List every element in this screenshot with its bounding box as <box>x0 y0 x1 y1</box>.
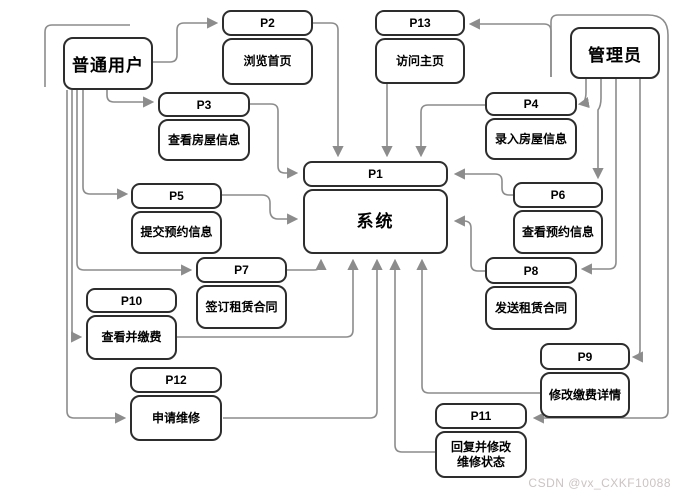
process-id-label: P9 <box>540 343 630 370</box>
process-id-label: P10 <box>86 288 177 313</box>
edge-admin-to-P6 <box>592 79 604 180</box>
process-id-label: P3 <box>158 92 250 117</box>
edge-normal-user-to-P7 <box>76 90 193 276</box>
process-id-label: P13 <box>375 10 465 36</box>
edge-P5-to-P1 <box>222 194 299 225</box>
edge-P11-to-P1 <box>389 258 435 453</box>
process-id-label: P5 <box>131 183 222 209</box>
edge-P8-to-P1 <box>453 215 485 272</box>
process-name-label: 访问主页 <box>375 38 465 84</box>
process-name-label: 提交预约信息 <box>131 211 222 254</box>
edge-P12-to-P1 <box>223 258 383 419</box>
edge-stub-to-stub <box>44 24 130 87</box>
process-name-label: 查看预约信息 <box>513 210 603 254</box>
process-name-label: 申请维修 <box>130 395 222 441</box>
process-name-label: 发送租赁合同 <box>485 286 577 330</box>
actor-normal-user: 普通用户 <box>63 37 153 90</box>
edge-admin-to-P9 <box>631 79 643 363</box>
process-id-label: P6 <box>513 182 603 208</box>
process-id-label: P7 <box>196 257 287 283</box>
edge-normal-user-to-P2 <box>153 17 219 63</box>
edge-P2-to-P1 <box>313 22 344 158</box>
process-name-label: 查看房屋信息 <box>158 119 250 161</box>
edge-P3-to-P1 <box>250 103 299 179</box>
edge-P4-to-P1 <box>415 104 485 158</box>
watermark: CSDN @vx_CXKF10088 <box>528 476 671 490</box>
process-name-label: 修改缴费详情 <box>540 372 630 418</box>
edge-admin-to-P11 <box>532 14 669 424</box>
edge-normal-user-to-P5 <box>82 90 129 200</box>
process-id-label: P2 <box>222 10 313 36</box>
edge-P6-to-P1 <box>453 168 513 196</box>
edge-P10-to-P1 <box>177 258 359 338</box>
edge-admin-to-P8 <box>580 79 617 275</box>
actor-admin: 管理员 <box>570 27 660 79</box>
edge-P7-to-P1 <box>287 258 327 271</box>
edge-normal-user-to-P3 <box>106 90 155 108</box>
process-id-label: P11 <box>435 403 527 429</box>
process-id-label: P12 <box>130 367 222 393</box>
process-name-label: 浏览首页 <box>222 38 313 85</box>
process-id-label: P8 <box>485 257 577 284</box>
process-name-label: 回复并修改 维修状态 <box>435 431 527 478</box>
process-name-label: 签订租赁合同 <box>196 285 287 329</box>
process-id-label: P4 <box>485 92 577 116</box>
edge-admin-to-P4 <box>577 79 590 109</box>
edge-P9-to-P1 <box>416 258 540 394</box>
process-name-label: 查看并缴费 <box>86 315 177 360</box>
process-id-label: P1 <box>303 161 448 187</box>
edge-normal-user-to-P10 <box>71 90 83 343</box>
process-name-label: 录入房屋信息 <box>485 118 577 160</box>
edge-normal-user-to-P12 <box>66 90 127 424</box>
process-name-label: 系统 <box>303 189 448 254</box>
